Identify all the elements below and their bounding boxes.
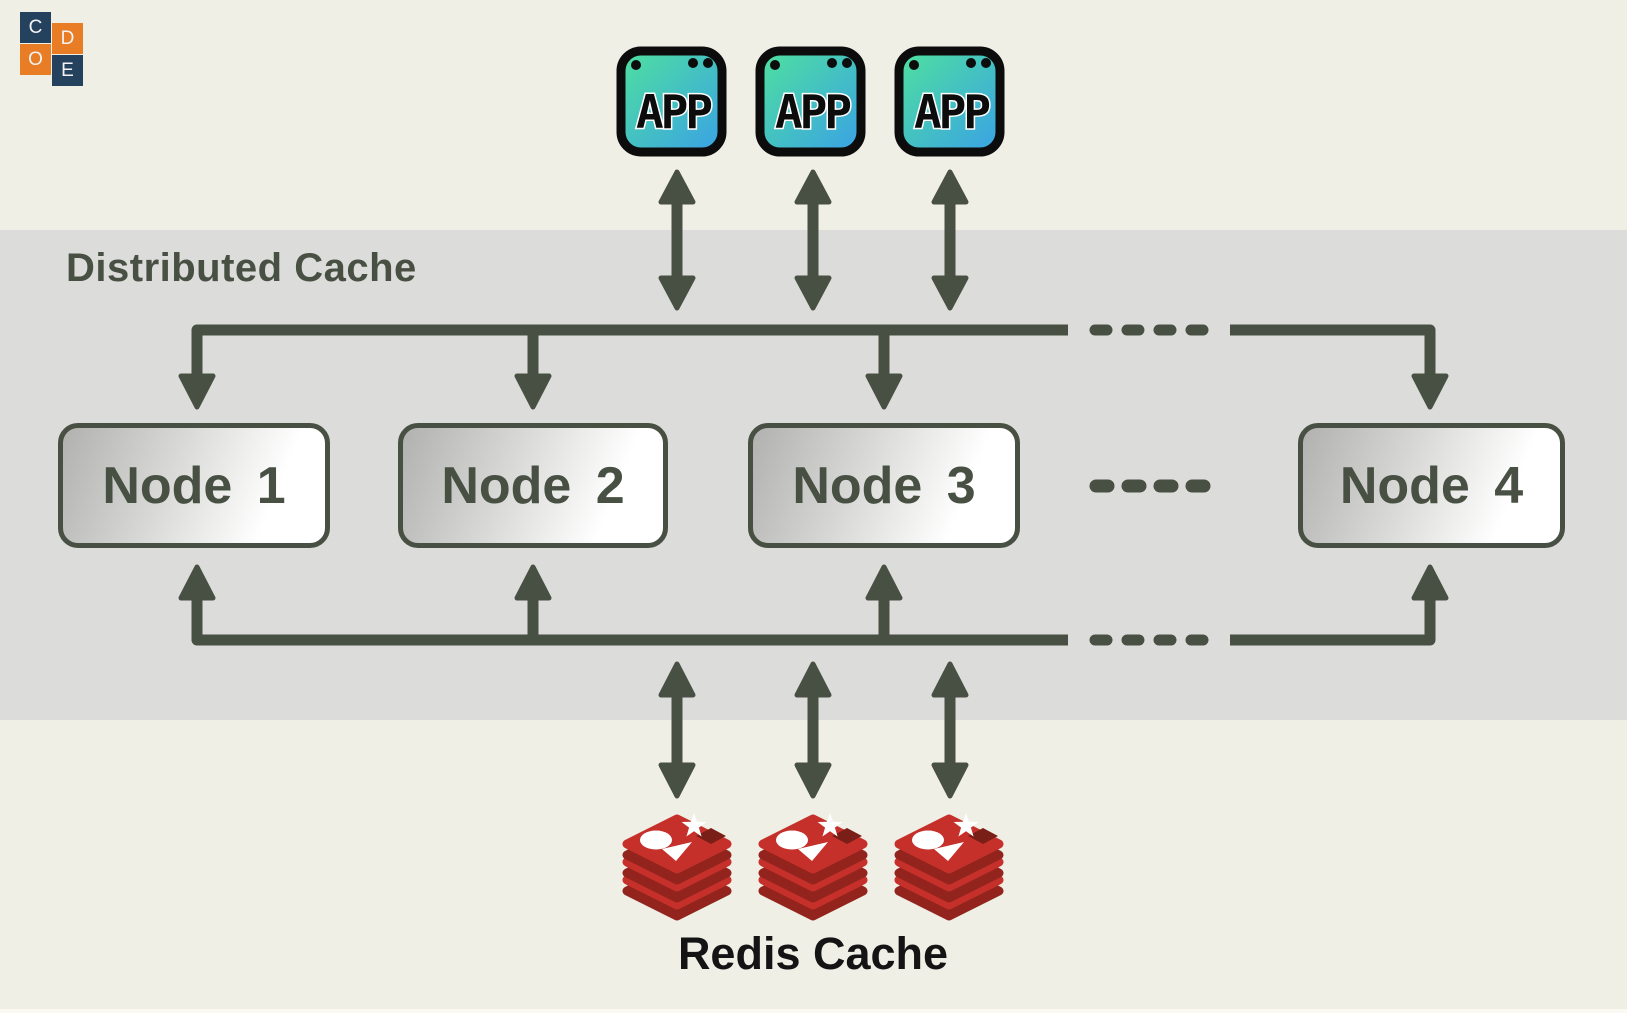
redis-star <box>681 813 707 837</box>
logo-tile-c: C <box>20 12 51 43</box>
app-window-dots <box>770 58 852 70</box>
redis-star <box>817 813 843 837</box>
redis-hole <box>968 828 998 844</box>
redis-icon-svg <box>622 813 732 921</box>
redis-stack-layer-top <box>622 813 732 885</box>
distributed-cache-title: Distributed Cache <box>66 246 417 290</box>
redis-star <box>953 813 979 837</box>
redis-icon-2 <box>748 803 878 923</box>
node-4: Node 4 <box>1298 423 1565 548</box>
app-window <box>755 46 866 157</box>
redis-icon-svg <box>758 813 868 921</box>
redis-icon-svg <box>894 813 1004 921</box>
app-icon-svg: APP <box>755 46 866 157</box>
app-icon-3: APP <box>893 45 1006 158</box>
redis-hole <box>696 828 726 844</box>
app-window-dots <box>631 58 713 70</box>
logo-tile-e: E <box>52 55 83 86</box>
redis-triangle <box>798 842 828 861</box>
app-icon-svg: APP <box>894 46 1005 157</box>
redis-stack-layer-top <box>894 813 1004 885</box>
app-window <box>894 46 1005 157</box>
bottom-edge-strip <box>0 1009 1627 1013</box>
app-icon-1: APP <box>615 45 728 158</box>
app-label: APP <box>636 85 711 139</box>
node-label: Node 4 <box>1339 456 1524 515</box>
logo-tile-d: D <box>52 23 83 54</box>
redis-hole <box>832 828 862 844</box>
app-window <box>616 46 727 157</box>
redis-circle <box>776 830 808 850</box>
redis-circle <box>912 830 944 850</box>
node-label: Node 1 <box>102 456 286 515</box>
redis-icon-1 <box>612 803 742 923</box>
redis-stack-layer-top <box>758 813 868 885</box>
app-window-dots <box>909 58 991 70</box>
cdoe-logo: C D O E <box>0 0 100 100</box>
redis-cache-label: Redis Cache <box>677 928 949 979</box>
app-icon-2: APP <box>754 45 867 158</box>
node-1: Node 1 <box>58 423 330 548</box>
node-label: Node 3 <box>792 456 976 515</box>
redis-triangle <box>934 842 964 861</box>
node-2: Node 2 <box>398 423 668 548</box>
redis-circle <box>640 830 672 850</box>
node-3: Node 3 <box>748 423 1020 548</box>
app-label: APP <box>775 85 850 139</box>
redis-icon-3 <box>884 803 1014 923</box>
logo-letter: C <box>28 16 43 38</box>
node-label: Node 2 <box>441 456 625 515</box>
app-label: APP <box>914 85 989 139</box>
logo-letter: D <box>60 27 75 49</box>
app-icon-svg: APP <box>616 46 727 157</box>
logo-letter: O <box>28 48 43 70</box>
redis-triangle <box>662 842 692 861</box>
logo-tile-o: O <box>20 44 51 75</box>
logo-letter: E <box>61 59 74 81</box>
